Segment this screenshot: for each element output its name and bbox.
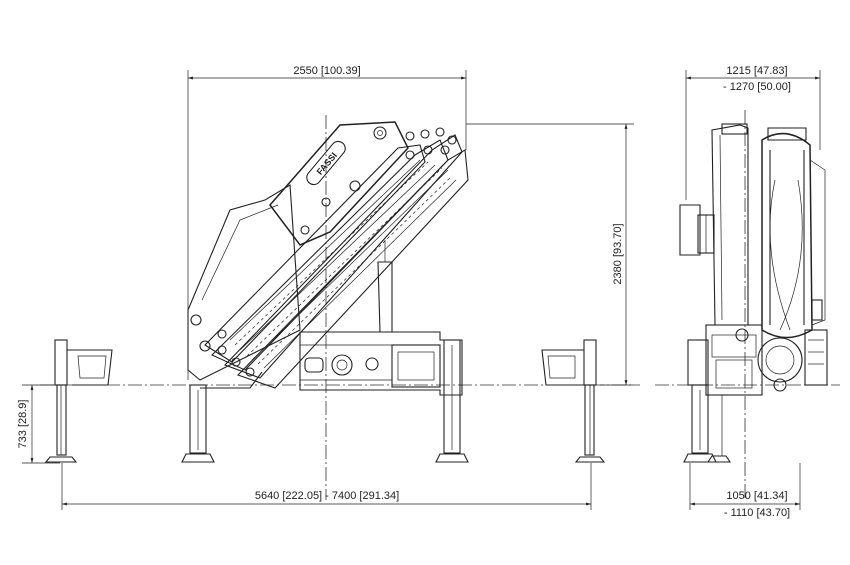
main-boom: FASSI [269, 121, 409, 246]
overall-length-label: 2550 [100.39] [293, 65, 360, 77]
dimension-overall-length: 2550 [100.39] [187, 65, 467, 380]
dimension-outrigger-height: 733 [28.9] [17, 384, 60, 464]
telescopic-extensions [200, 127, 469, 389]
outrigger-span-label: 5640 [222.05] - 7400 [291.34] [255, 490, 399, 502]
right-outrigger-leg [541, 339, 606, 463]
crane-base-frame [299, 331, 463, 396]
side-view-base [687, 324, 828, 396]
front-left-stabilizer [181, 384, 215, 463]
lift-cylinder [377, 240, 393, 333]
dimension-outrigger-span: 5640 [222.05] - 7400 [291.34] [61, 463, 592, 510]
side-view-column [679, 123, 749, 326]
dimension-overall-height: 2380 [93.70] [466, 123, 634, 386]
side-view-legs [683, 384, 732, 463]
side-width-top-label-2: - 1270 [50.00] [723, 81, 791, 93]
side-width-top-label-1: 1215 [47.83] [726, 65, 787, 77]
dimension-side-width-top: 1215 [47.83] - 1270 [50.00] [685, 65, 821, 200]
side-width-bottom-label-1: 1050 [41.34] [726, 490, 787, 502]
side-view-boom [761, 127, 826, 339]
crane-column [187, 184, 301, 381]
side-width-bottom-label-2: - 1110 [43.70] [724, 507, 790, 519]
overall-height-label: 2380 [93.70] [612, 223, 624, 284]
front-right-stabilizer [435, 339, 469, 463]
dimension-side-width-bottom: 1050 [41.34] - 1110 [43.70] [689, 463, 801, 519]
outrigger-height-label: 733 [28.9] [17, 400, 29, 449]
left-outrigger-leg [44, 339, 113, 463]
